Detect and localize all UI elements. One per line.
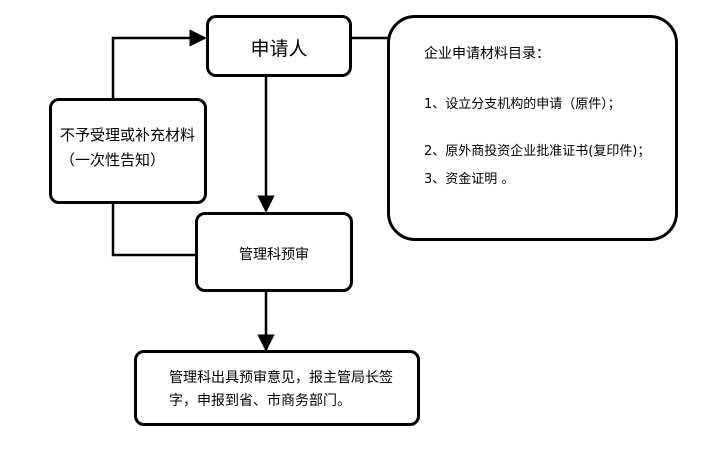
applicant-label: 申请人 <box>250 38 308 60</box>
result-label: 管理科出具预审意见，报主管局长签字，申报到省、市商务部门。 <box>169 370 393 409</box>
materials-item: 1、设立分支机构的申请（原件）； <box>424 97 621 112</box>
applicant-box: 申请人 <box>206 15 352 77</box>
materials-title: 企业申请材料目录： <box>424 46 550 62</box>
materials-item: 3、资金证明 。 <box>424 172 515 187</box>
review-label: 管理科预审 <box>239 247 309 263</box>
materials-box: 企业申请材料目录： 1、设立分支机构的申请（原件）； 2、原外商投资企业批准证书… <box>387 15 678 241</box>
review-box: 管理科预审 <box>195 212 353 292</box>
rejection-box: 不予受理或补充材料（一次性告知） <box>49 98 207 204</box>
rejection-label: 不予受理或补充材料（一次性告知） <box>60 126 196 169</box>
materials-item: 2、原外商投资企业批准证书(复印件)； <box>424 144 651 159</box>
result-box: 管理科出具预审意见，报主管局长签字，申报到省、市商务部门。 <box>134 350 420 426</box>
